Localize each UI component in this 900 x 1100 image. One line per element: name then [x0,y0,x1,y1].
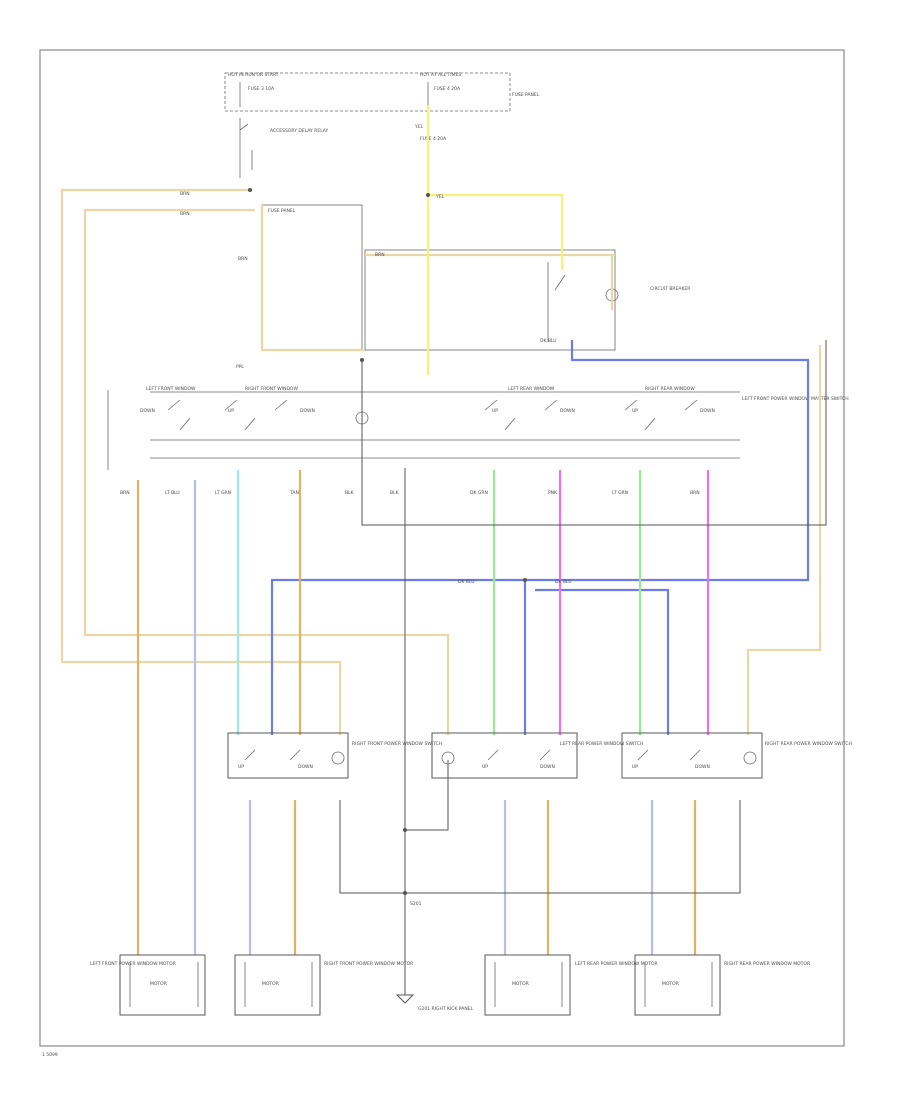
svg-text:RIGHT FRONT POWER WINDOW MOTOR: RIGHT FRONT POWER WINDOW MOTOR [324,961,413,967]
svg-text:BRN: BRN [375,252,385,258]
svg-text:LEFT REAR WINDOW: LEFT REAR WINDOW [508,386,555,392]
svg-text:DOWN: DOWN [140,408,155,414]
svg-text:MOTOR: MOTOR [662,981,679,987]
svg-text:BRN: BRN [238,256,248,262]
svg-text:DOWN: DOWN [540,764,555,770]
lr-motor: MOTOR LEFT REAR POWER WINDOW MOTOR [484,954,658,1016]
wires [60,105,822,955]
wire-tan-relay [260,205,615,352]
wire-tan-left-loop [60,188,342,735]
svg-text:TAN: TAN [289,490,299,496]
svg-text:FUSE PANEL: FUSE PANEL [512,92,540,98]
svg-text:MOTOR: MOTOR [512,981,529,987]
svg-text:UP: UP [238,764,244,770]
svg-text:RIGHT REAR POWER WINDOW MOTOR: RIGHT REAR POWER WINDOW MOTOR [724,961,810,967]
svg-text:DK BLU: DK BLU [540,338,557,344]
svg-text:UP: UP [482,764,488,770]
svg-text:YEL: YEL [414,124,424,130]
svg-text:HOT IN RUN OR START: HOT IN RUN OR START [228,72,279,78]
svg-text:DOWN: DOWN [300,408,315,414]
svg-text:LEFT FRONT POWER WINDOW MOTOR: LEFT FRONT POWER WINDOW MOTOR [90,961,176,967]
svg-text:UP: UP [228,408,234,414]
svg-text:DOWN: DOWN [700,408,715,414]
svg-text:BRN: BRN [690,490,700,496]
svg-text:UP: UP [632,764,638,770]
svg-text:LEFT FRONT WINDOW: LEFT FRONT WINDOW [146,386,196,392]
svg-text:YEL: YEL [435,194,445,200]
svg-text:CIRCUIT BREAKER: CIRCUIT BREAKER [650,286,690,292]
svg-text:UP: UP [492,408,498,414]
svg-text:FUSE 3 10A: FUSE 3 10A [248,86,275,92]
svg-text:PNK: PNK [548,490,558,496]
ground-wires: G201 RIGHT KICK PANEL S201 [339,340,827,1012]
rr-motor: MOTOR RIGHT REAR POWER WINDOW MOTOR [634,954,810,1016]
svg-text:DK GRN: DK GRN [470,490,488,496]
svg-text:UP: UP [632,408,638,414]
svg-text:RIGHT REAR POWER WINDOW SWITCH: RIGHT REAR POWER WINDOW SWITCH [765,741,852,747]
svg-text:HOT AT ALL TIMES: HOT AT ALL TIMES [420,72,461,78]
svg-text:DOWN: DOWN [695,764,710,770]
wire-tan-right [746,345,822,735]
fuse-panel: HOT IN RUN OR START HOT AT ALL TIMES FUS… [224,72,540,112]
wire-dkblu-main [270,340,810,735]
rr-window-switch: UP DOWN RIGHT REAR POWER WINDOW SWITCH [621,732,852,779]
svg-text:DOWN: DOWN [560,408,575,414]
svg-text:PPL: PPL [236,364,244,370]
rf-window-switch: UP DOWN RIGHT FRONT POWER WINDOW SWITCH [227,732,442,779]
svg-text:LT BLU: LT BLU [165,490,180,496]
wire-dkblu-rr [535,588,670,735]
svg-text:BLK: BLK [345,490,355,496]
svg-text:BRN: BRN [120,490,130,496]
lf-motor: MOTOR LEFT FRONT POWER WINDOW MOTOR [90,954,206,1016]
svg-text:LT GRN: LT GRN [215,490,231,496]
wire-tan-left-inner [83,208,450,735]
master-switch: LEFT FRONT POWER WINDOW MASTER SWITCH DO… [107,386,849,470]
wire-yellow-breaker [428,193,564,270]
accessory-delay-relay: ACCESSORY DELAY RELAY FUSE PANEL [239,118,363,351]
svg-text:DK BLU: DK BLU [458,579,475,585]
svg-text:BRN: BRN [180,191,190,197]
svg-text:DOWN: DOWN [298,764,313,770]
svg-text:MOTOR: MOTOR [262,981,279,987]
svg-text:FUSE 4 20A: FUSE 4 20A [420,136,447,142]
circuit-breaker: CIRCUIT BREAKER FUSE 4 20A [364,136,690,351]
lr-window-switch: UP DOWN LEFT REAR POWER WINDOW SWITCH [431,732,643,779]
svg-text:LEFT REAR POWER WINDOW SWITCH: LEFT REAR POWER WINDOW SWITCH [560,741,643,747]
svg-text:LT GRN: LT GRN [612,490,628,496]
rf-motor: MOTOR RIGHT FRONT POWER WINDOW MOTOR [234,954,413,1016]
svg-text:S201: S201 [410,901,422,907]
page-code: 1 5099 [42,1052,58,1058]
wire-labels: BRN LT BLU LT GRN TAN BLK BLK DK GRN PNK… [120,124,700,585]
svg-text:BLK: BLK [390,490,400,496]
svg-text:DK BLU: DK BLU [555,579,572,585]
svg-text:ACCESSORY DELAY RELAY: ACCESSORY DELAY RELAY [270,128,329,134]
svg-text:G201 RIGHT KICK PANEL: G201 RIGHT KICK PANEL [418,1006,474,1012]
svg-text:FUSE 4 20A: FUSE 4 20A [434,86,461,92]
page-frame [39,49,845,1047]
connector-dots [248,188,527,895]
svg-text:RIGHT REAR WINDOW: RIGHT REAR WINDOW [645,386,695,392]
svg-text:BRN: BRN [180,211,190,217]
svg-text:LEFT FRONT POWER WINDOW MASTER: LEFT FRONT POWER WINDOW MASTER SWITCH [742,396,849,402]
svg-text:RIGHT FRONT POWER WINDOW SWITC: RIGHT FRONT POWER WINDOW SWITCH [352,741,442,747]
svg-text:MOTOR: MOTOR [150,981,167,987]
svg-text:RIGHT FRONT WINDOW: RIGHT FRONT WINDOW [245,386,298,392]
svg-text:FUSE PANEL: FUSE PANEL [268,208,296,214]
svg-text:LEFT REAR POWER WINDOW MOTOR: LEFT REAR POWER WINDOW MOTOR [575,961,658,967]
